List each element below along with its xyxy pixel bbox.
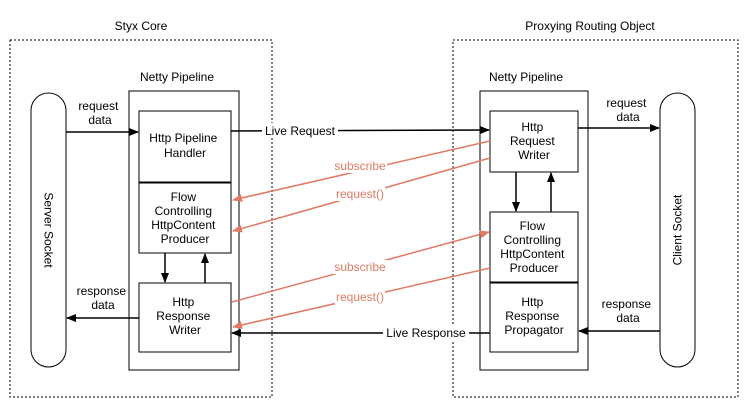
right-flow-controller-box (489, 211, 579, 283)
server-socket-label: Server Socket (42, 192, 56, 268)
subscribe-top-label-bg (333, 159, 387, 173)
live-request-label-bg (262, 123, 338, 138)
proxying-routing-region (452, 39, 739, 398)
http-request-writer-box (489, 110, 579, 173)
live-request-label: Live Request (265, 124, 336, 138)
right-netty-pipeline (479, 90, 589, 371)
right-response-data-label: response data (602, 297, 655, 325)
http-response-writer-box (138, 282, 232, 353)
subscribe-top-label: subscribe (334, 159, 386, 173)
request-top-label: request() (336, 187, 384, 201)
right-flow-controller-label: Flow Controlling HttpContent Producer (500, 219, 567, 275)
left-flow-controller-label: Flow Controlling HttpContent Producer (151, 190, 218, 246)
server-socket (30, 92, 67, 368)
left-pipeline-label: Netty Pipeline (140, 70, 214, 84)
http-response-propagator-box (489, 282, 579, 353)
http-pipeline-handler-label: Http Pipeline Handler (149, 131, 220, 160)
left-region-title: Styx Core (115, 19, 168, 33)
left-request-data-label: request data (78, 99, 121, 127)
client-socket (659, 92, 696, 368)
http-request-writer-label: Http Request Writer (510, 120, 558, 162)
request-bottom-label: request() (336, 290, 384, 304)
subscribe-bottom-label: subscribe (334, 260, 386, 274)
client-socket-label: Client Socket (671, 194, 685, 265)
request-bottom-label-bg (335, 290, 385, 304)
styx-core-region (9, 39, 273, 398)
http-response-writer-label: Http Response Writer (156, 295, 213, 337)
right-region-title: Proxying Routing Object (525, 19, 655, 33)
right-request-data-label: request data (606, 96, 649, 124)
live-response-label: Live Response (386, 326, 466, 340)
left-flow-controller-box (138, 182, 232, 254)
http-response-propagator-label: Http Response Propagator (504, 295, 563, 337)
request-top-label-bg (335, 187, 385, 201)
right-pipeline-label: Netty Pipeline (489, 70, 563, 84)
live-response-label-bg (383, 325, 469, 340)
subscribe-bottom-label-bg (333, 260, 387, 274)
left-response-data-label: response data (77, 284, 130, 312)
http-pipeline-handler-box (138, 110, 232, 183)
